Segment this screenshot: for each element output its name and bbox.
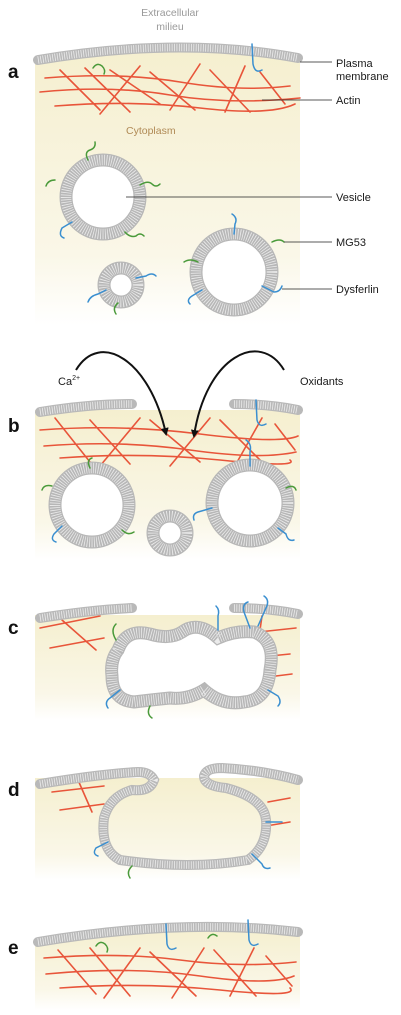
panel-d: d xyxy=(8,762,303,880)
vesicle-label: Vesicle xyxy=(336,192,371,204)
calcium-label: Ca2+ xyxy=(58,375,80,388)
panel-letter-e: e xyxy=(8,938,19,959)
vesicle-proteins-d xyxy=(93,821,283,879)
cytoplasm-area-d xyxy=(35,778,300,880)
vesicle-small-a xyxy=(97,261,145,309)
extracellular-label-line1: Extracellular xyxy=(141,7,199,19)
vesicle-small-b xyxy=(146,509,194,557)
panel-letter-a: a xyxy=(8,62,19,83)
plasma-membrane-b-right xyxy=(229,399,303,415)
actin-label: Actin xyxy=(336,95,360,107)
vesicle-left-b xyxy=(48,461,136,549)
vesicle-proteins-c xyxy=(105,595,281,719)
calcium-arrow xyxy=(75,351,169,436)
vesicle-proteins-b xyxy=(41,439,297,543)
mg53-label: MG53 xyxy=(336,237,366,249)
actin-network-e xyxy=(43,947,297,999)
dysferlin-label: Dysferlin xyxy=(336,284,379,296)
panel-letter-c: c xyxy=(8,618,19,639)
mg53-icon xyxy=(92,63,106,75)
plasma-membrane-c-right xyxy=(229,603,303,619)
panel-c: c xyxy=(8,595,303,720)
fused-vesicle-c xyxy=(105,620,278,710)
calcium-superscript: 2+ xyxy=(72,375,80,382)
plasma-membrane-e xyxy=(33,921,303,947)
panel-letter-d: d xyxy=(8,780,20,801)
plasma-membrane-a xyxy=(33,42,303,65)
dysferlin-icon xyxy=(251,43,263,72)
actin-network-a xyxy=(39,63,301,115)
panel-e: e xyxy=(8,919,303,1010)
vesicle-proteins-a xyxy=(45,141,285,315)
vesicle-right-b xyxy=(205,458,295,548)
plasma-membrane-label-line1: Plasma xyxy=(336,58,374,70)
plasma-membrane-b-left xyxy=(35,399,137,417)
calcium-base: Ca xyxy=(58,376,73,388)
panel-a: Extracellular milieu a Cytoplasm xyxy=(8,7,389,325)
oxidants-label: Oxidants xyxy=(300,376,344,388)
membrane-resealing-d xyxy=(35,762,303,870)
actin-network-b xyxy=(39,417,299,467)
extracellular-label-line2: milieu xyxy=(156,21,184,33)
panel-b: b Ca2+ Oxidants xyxy=(8,350,344,560)
vesicle-right-a xyxy=(189,227,279,317)
plasma-membrane-label-line2: membrane xyxy=(336,71,389,83)
cytoplasm-label: Cytoplasm xyxy=(126,125,176,137)
oxidants-arrow xyxy=(190,350,285,438)
panel-letter-b: b xyxy=(8,416,20,437)
plasma-membrane-c-left xyxy=(35,603,137,623)
